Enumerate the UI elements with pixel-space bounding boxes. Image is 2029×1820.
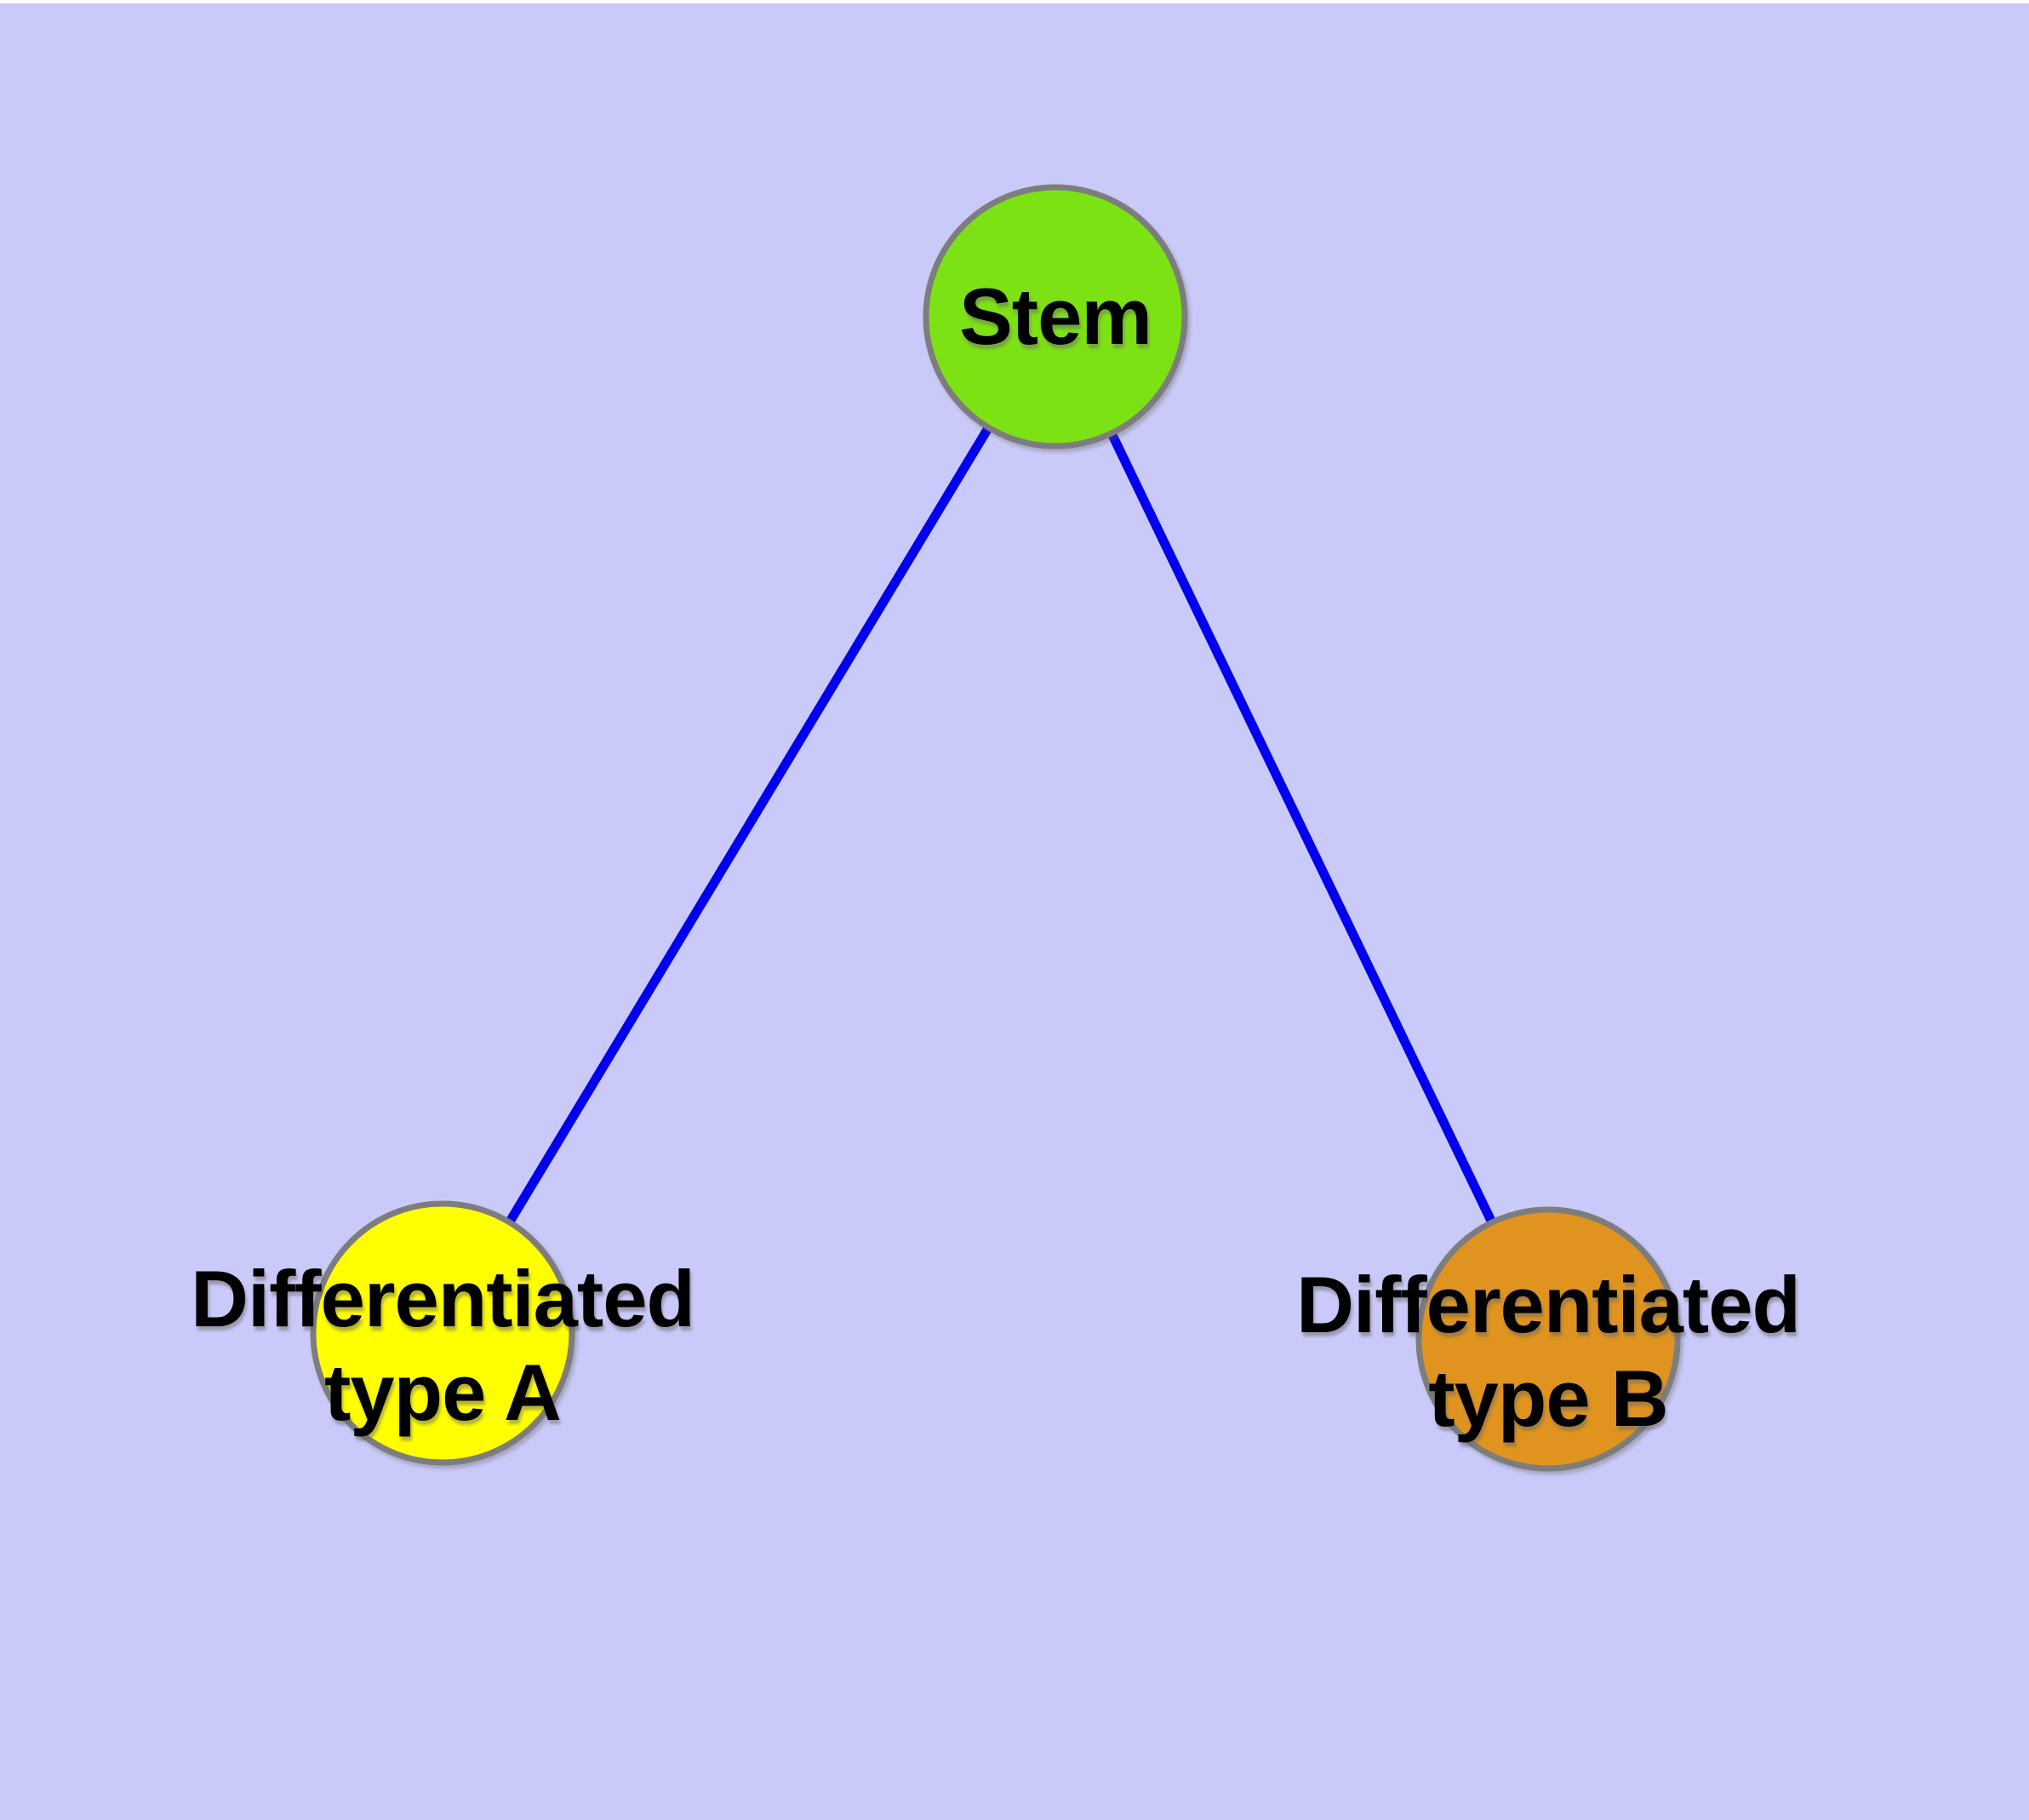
edge-stem-to-type-a bbox=[438, 314, 1060, 1336]
node-differentiated-type-a bbox=[310, 1200, 575, 1466]
node-stem bbox=[923, 184, 1188, 449]
edge-stem-to-type-b bbox=[1051, 314, 1552, 1342]
node-differentiated-type-b bbox=[1415, 1206, 1681, 1472]
